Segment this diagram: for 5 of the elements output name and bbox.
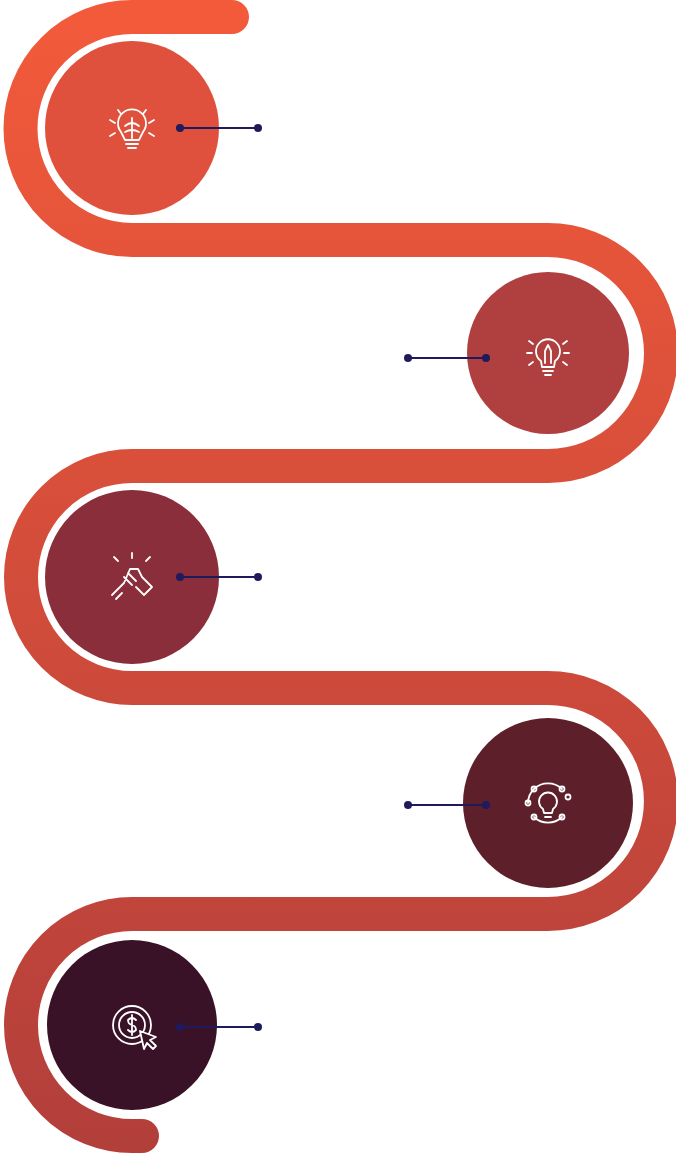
leader-line bbox=[176, 573, 262, 581]
leader-line bbox=[404, 801, 490, 809]
leader-line bbox=[176, 124, 262, 132]
leader-line bbox=[176, 1023, 262, 1031]
leader-line bbox=[404, 354, 490, 362]
